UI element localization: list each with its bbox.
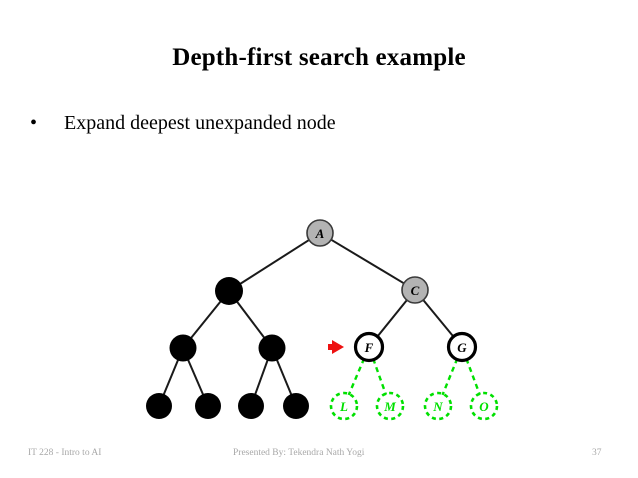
tree-node-i[interactable] bbox=[195, 393, 221, 419]
node-circle-j bbox=[238, 393, 264, 419]
node-label-l: L bbox=[339, 399, 348, 414]
slide-footer: IT 228 - Intro to AI Presented By: Teken… bbox=[0, 448, 638, 470]
tree-edge-e-j bbox=[254, 359, 269, 396]
node-label-a: A bbox=[315, 226, 325, 241]
tree-edge-e-k bbox=[275, 359, 293, 396]
current-node-cursor-icon bbox=[332, 340, 344, 354]
tree-edge-d-h bbox=[162, 359, 180, 396]
node-circle-i bbox=[195, 393, 221, 419]
node-circle-k bbox=[283, 393, 309, 419]
tree-edge-b-e bbox=[236, 300, 266, 339]
node-circle-b bbox=[215, 277, 243, 305]
tree-edge-b-d bbox=[190, 300, 222, 339]
tree-node-f[interactable]: F bbox=[353, 331, 385, 363]
node-circle-c bbox=[401, 276, 429, 304]
tree-node-b[interactable] bbox=[215, 277, 243, 305]
tree-node-c[interactable]: C bbox=[401, 276, 429, 304]
node-circle-o bbox=[469, 391, 499, 421]
node-label-o: O bbox=[479, 399, 489, 414]
tree-edge-f-m bbox=[372, 358, 388, 396]
bullet-point-icon: • bbox=[30, 112, 38, 134]
node-label-c: C bbox=[411, 283, 420, 298]
cursor-layer bbox=[328, 340, 344, 354]
footer-page-number: 37 bbox=[592, 448, 602, 458]
node-circle-l bbox=[329, 391, 359, 421]
tree-edge-c-f bbox=[376, 298, 409, 338]
page-title: Depth-first search example bbox=[172, 44, 466, 71]
tree-node-e[interactable] bbox=[258, 334, 286, 362]
node-circle-m bbox=[375, 391, 405, 421]
tree-node-n[interactable]: N bbox=[423, 391, 453, 421]
node-circle-n bbox=[423, 391, 453, 421]
footer-presenter-label: Presented By: Tekendra Nath Yogi bbox=[233, 448, 365, 458]
node-circle-d bbox=[169, 334, 197, 362]
bullet-text: Expand deepest unexpanded node bbox=[64, 112, 336, 134]
tree-edge-layer bbox=[162, 238, 481, 396]
tree-svg: A C F G L M N O bbox=[146, 219, 499, 421]
tree-node-j[interactable] bbox=[238, 393, 264, 419]
tree-node-m[interactable]: M bbox=[375, 391, 405, 421]
tree-node-layer: A C F G L M N O bbox=[146, 219, 499, 421]
node-circle-g bbox=[446, 331, 478, 363]
tree-edge-a-b bbox=[239, 238, 311, 285]
tree-node-g[interactable]: G bbox=[446, 331, 478, 363]
tree-edge-g-n bbox=[441, 358, 459, 396]
tree-node-o[interactable]: O bbox=[469, 391, 499, 421]
tree-edge-c-g bbox=[421, 298, 455, 338]
tree-node-k[interactable] bbox=[283, 393, 309, 419]
current-node-cursor-tail-icon bbox=[328, 344, 333, 350]
node-circle-e bbox=[258, 334, 286, 362]
node-label-n: N bbox=[432, 399, 443, 414]
bullet-list-item: • Expand deepest unexpanded node bbox=[30, 110, 590, 136]
tree-edge-d-i bbox=[187, 359, 205, 396]
search-tree-diagram: A C F G L M N O bbox=[0, 175, 638, 430]
tree-node-a[interactable]: A bbox=[306, 219, 334, 247]
tree-node-h[interactable] bbox=[146, 393, 172, 419]
tree-node-d[interactable] bbox=[169, 334, 197, 362]
node-label-m: M bbox=[383, 399, 396, 414]
node-circle-h bbox=[146, 393, 172, 419]
tree-node-l[interactable]: L bbox=[329, 391, 359, 421]
node-circle-f bbox=[353, 331, 385, 363]
footer-course-label: IT 228 - Intro to AI bbox=[28, 448, 102, 458]
tree-edge-f-l bbox=[347, 358, 366, 396]
tree-edge-g-o bbox=[465, 358, 481, 396]
node-label-g: G bbox=[457, 340, 467, 355]
node-label-f: F bbox=[364, 340, 374, 355]
node-circle-a bbox=[306, 219, 334, 247]
tree-edge-a-c bbox=[329, 238, 406, 285]
